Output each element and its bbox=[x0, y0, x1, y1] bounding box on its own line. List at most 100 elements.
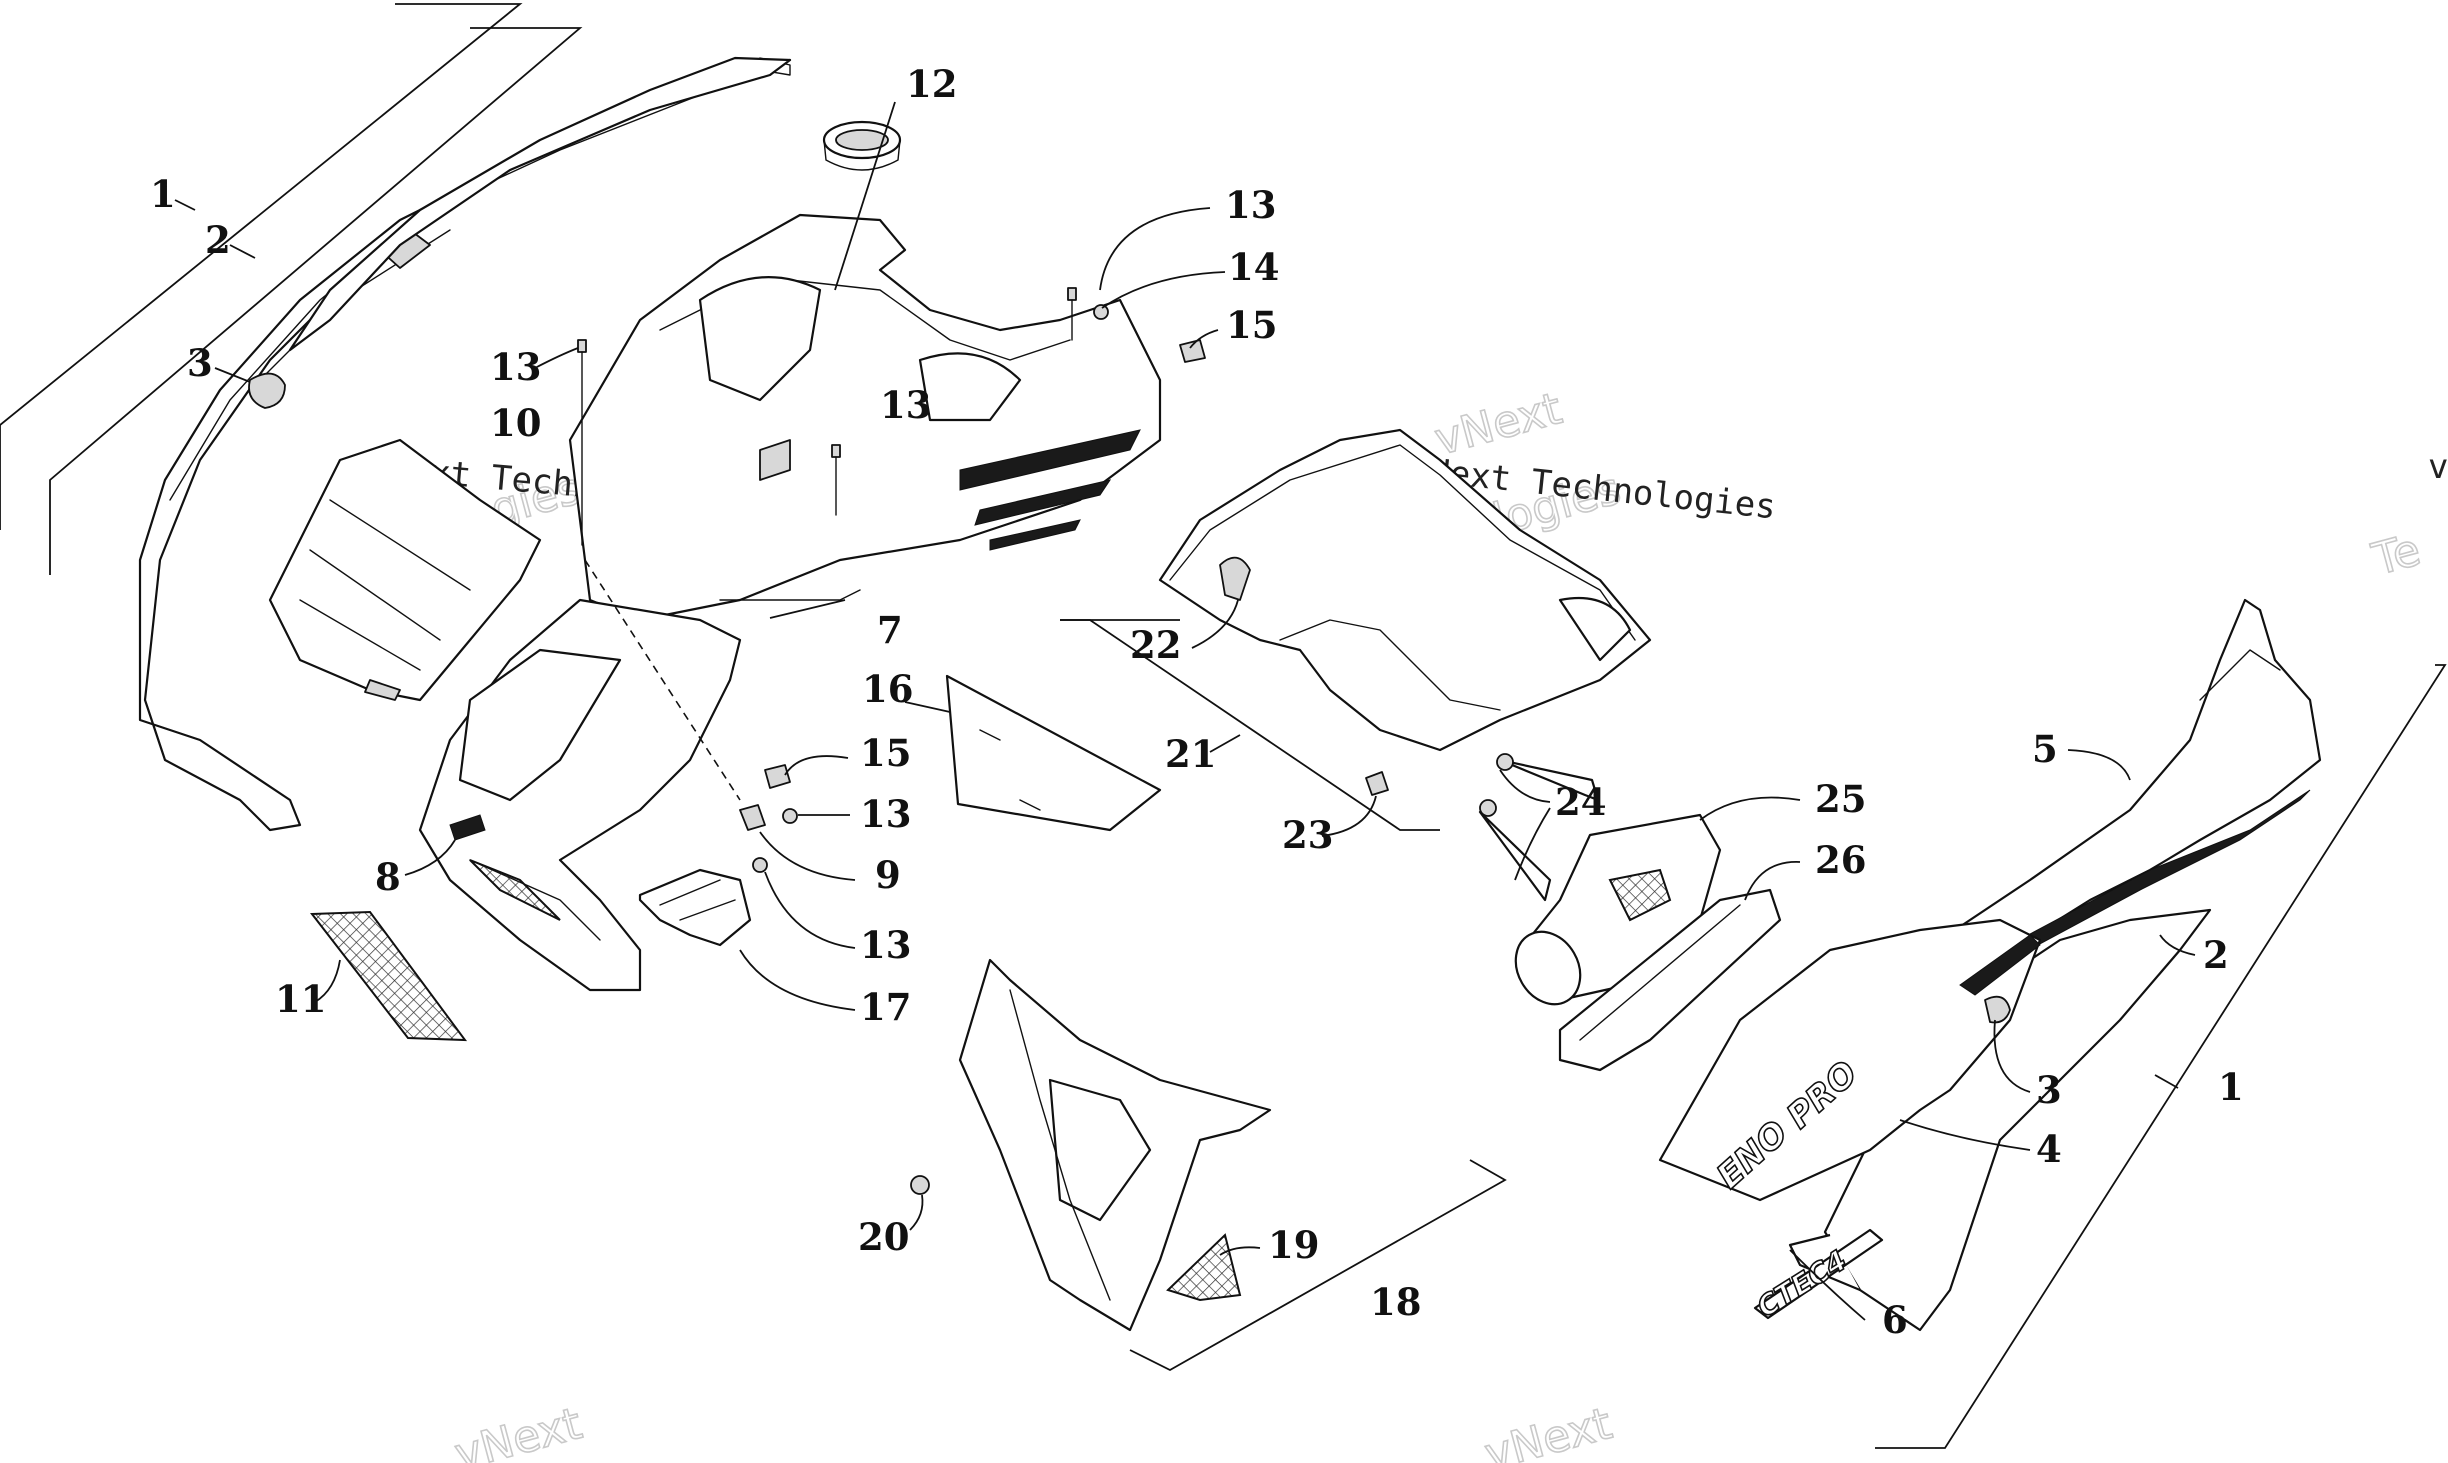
callout-15-a: 15 bbox=[1226, 303, 1278, 347]
bracket-body bbox=[638, 868, 752, 947]
callout-8: 8 bbox=[375, 855, 401, 899]
bag-rim bbox=[1169, 444, 1636, 641]
screw-13b bbox=[1067, 287, 1077, 341]
hood-lower-edge bbox=[719, 589, 861, 601]
leader-3-right bbox=[1993, 1019, 2031, 1093]
leader-12 bbox=[834, 101, 896, 291]
leader-17 bbox=[739, 949, 856, 1011]
leader-2-right bbox=[2159, 934, 2196, 956]
leader-lines bbox=[174, 101, 2196, 1321]
nose-logo bbox=[449, 814, 486, 841]
strap-upper-knob bbox=[1496, 753, 1514, 771]
watermark-edge-te: Te bbox=[2367, 524, 2426, 586]
part-17-bracket bbox=[638, 868, 752, 947]
gauge-pod-left bbox=[698, 276, 822, 402]
leader-1-right bbox=[2154, 1074, 2179, 1089]
callout-16: 16 bbox=[862, 667, 914, 711]
callout-21: 21 bbox=[1165, 732, 1217, 776]
hood-bracket bbox=[759, 439, 791, 481]
bag-body bbox=[1158, 428, 1652, 752]
callout-12: 12 bbox=[906, 62, 958, 106]
callout-25: 25 bbox=[1815, 777, 1867, 821]
windshield-glare bbox=[979, 729, 1041, 811]
bracket-1-right bbox=[1875, 664, 2447, 1449]
leader-11 bbox=[314, 959, 341, 1003]
callout-11: 11 bbox=[275, 977, 327, 1021]
leader-24 bbox=[1499, 769, 1551, 803]
part-26-tray bbox=[1558, 888, 1782, 1072]
windshield-panel bbox=[945, 674, 1162, 832]
callout-3-right: 3 bbox=[2036, 1068, 2062, 1112]
vent-slats bbox=[299, 499, 471, 671]
part-4-graphic-decal: ENO PRO bbox=[1658, 918, 2042, 1202]
callout-1-right: 1 bbox=[2218, 1065, 2244, 1109]
screw-head bbox=[782, 808, 798, 824]
part-11-mesh-screen bbox=[310, 910, 468, 1042]
callout-13-b: 13 bbox=[1225, 183, 1277, 227]
hood-stripe-3 bbox=[989, 519, 1081, 551]
callout-18: 18 bbox=[1370, 1280, 1422, 1324]
leader-2-left bbox=[229, 244, 256, 259]
badge-plate bbox=[1753, 1228, 1884, 1320]
clip-body bbox=[739, 804, 766, 831]
bag-fold bbox=[1279, 619, 1501, 711]
callout-2-left: 2 bbox=[205, 218, 231, 262]
clip-body bbox=[1365, 771, 1389, 796]
part-9-clip bbox=[739, 804, 766, 831]
part-16-windshield bbox=[945, 674, 1162, 832]
screw-13c bbox=[831, 444, 841, 516]
screw-13d bbox=[782, 808, 798, 824]
leader-24b bbox=[1514, 807, 1551, 881]
leader-15-b bbox=[784, 755, 849, 776]
part-19-mesh-insert bbox=[1166, 1233, 1242, 1302]
speed-nut bbox=[1179, 339, 1206, 363]
leader-4 bbox=[1899, 1119, 2031, 1151]
speed-nut bbox=[764, 764, 791, 789]
nose-opening bbox=[458, 648, 622, 802]
part-20-pushpin bbox=[910, 1175, 930, 1195]
part-8-lower-nose bbox=[418, 598, 742, 992]
callout-14: 14 bbox=[1228, 245, 1280, 289]
bracket-1-left bbox=[0, 3, 523, 530]
callout-labels: 1 2 3 12 13 13 13 10 14 15 7 22 16 21 15… bbox=[150, 62, 2244, 1342]
leader-14 bbox=[1101, 271, 1226, 309]
part-14-pushpin bbox=[1093, 304, 1109, 320]
leader-6 bbox=[1789, 1249, 1866, 1321]
leader-26 bbox=[1744, 861, 1801, 901]
leader-1-left bbox=[174, 199, 196, 211]
callout-20: 20 bbox=[858, 1215, 910, 1259]
assembly-brackets bbox=[0, 3, 2447, 1449]
tray-body bbox=[1558, 888, 1782, 1072]
gauge-pod-right bbox=[918, 352, 1022, 422]
leader-9 bbox=[759, 831, 856, 881]
leader-21 bbox=[1209, 734, 1241, 753]
leader-25 bbox=[1699, 796, 1801, 821]
fasteners-13 bbox=[577, 287, 1077, 873]
nose-grille bbox=[469, 859, 561, 921]
bag-corner-pocket bbox=[1558, 596, 1632, 662]
part-10-vent-insert bbox=[268, 438, 542, 702]
install-dashed-line bbox=[584, 559, 741, 801]
watermark-edge-v: v bbox=[2428, 447, 2448, 487]
pushpin-head bbox=[1093, 304, 1109, 320]
callout-15-b: 15 bbox=[860, 731, 912, 775]
hood-stripe-1 bbox=[959, 429, 1141, 491]
part-21-storage-bag bbox=[1158, 428, 1652, 752]
part-23-clip bbox=[1365, 771, 1389, 796]
mesh-insert bbox=[1166, 1233, 1242, 1302]
tray-rim bbox=[1579, 904, 1741, 1041]
callout-9: 9 bbox=[875, 853, 901, 897]
cylinder-end bbox=[1514, 930, 1582, 1006]
lower-panel-rib bbox=[1009, 989, 1111, 1301]
cylinder-mesh bbox=[1608, 868, 1672, 922]
part-12-grommet bbox=[822, 120, 902, 171]
part-5-right-upper-panel bbox=[1908, 598, 2322, 1002]
callout-13-a: 13 bbox=[490, 345, 542, 389]
bracket-ribs bbox=[659, 879, 736, 921]
screw-13e bbox=[752, 857, 768, 873]
screw-head bbox=[577, 339, 587, 353]
callout-2-right: 2 bbox=[2203, 933, 2229, 977]
grommet-inner bbox=[835, 129, 889, 151]
callout-22: 22 bbox=[1130, 623, 1182, 667]
